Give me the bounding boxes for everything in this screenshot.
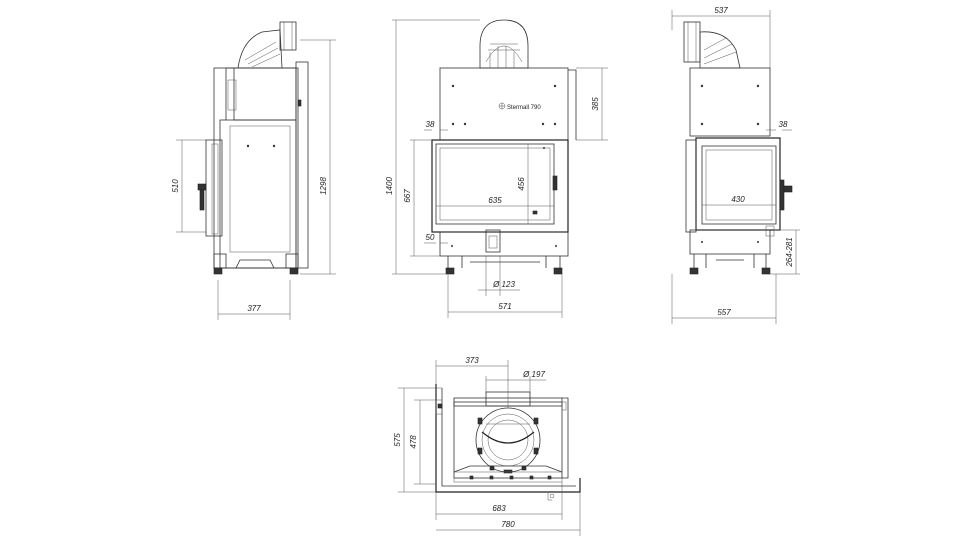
top-depth-inner-label: 478 <box>409 435 418 449</box>
front-duct-diameter-label: Ø 123 <box>492 280 515 289</box>
side-door-height-label: 510 <box>171 179 180 193</box>
top-flue-offset-label: 373 <box>465 356 479 365</box>
front-base-width-label: 571 <box>498 302 511 311</box>
front-left-offset-label: 38 <box>426 120 435 129</box>
front-glass-width-label: 635 <box>488 196 502 205</box>
top-flue-diameter-label: Ø 197 <box>522 370 545 379</box>
front-bottom-offset-label: 50 <box>426 233 435 242</box>
front-view: Stermall 790 38 635 456 667 <box>385 19 608 318</box>
front-total-height-label: 1400 <box>385 177 394 195</box>
right-top-width-label: 537 <box>714 6 728 15</box>
top-width-outer-label: 780 <box>501 520 515 529</box>
top-depth-outer-label: 575 <box>393 433 402 447</box>
front-glass-height-label: 456 <box>517 177 526 191</box>
front-top-height-label: 385 <box>591 97 600 111</box>
right-glass-width-label: 430 <box>731 195 745 204</box>
top-view: 373 Ø 197 575 478 683 780 <box>393 356 581 536</box>
side-total-height-label: 1298 <box>319 177 328 195</box>
right-base-width-label: 557 <box>717 308 731 317</box>
front-height-label: 667 <box>403 189 412 203</box>
right-right-offset-label: 38 <box>779 120 788 129</box>
right-view: 537 38 430 264-281 557 <box>671 6 800 324</box>
side-depth-label: 377 <box>247 304 261 313</box>
side-view: 377 510 1298 <box>171 21 336 320</box>
top-width-inner-label: 683 <box>492 504 506 513</box>
right-leg-range-label: 264-281 <box>785 237 794 267</box>
front-brand-label: Stermall 790 <box>507 105 541 111</box>
